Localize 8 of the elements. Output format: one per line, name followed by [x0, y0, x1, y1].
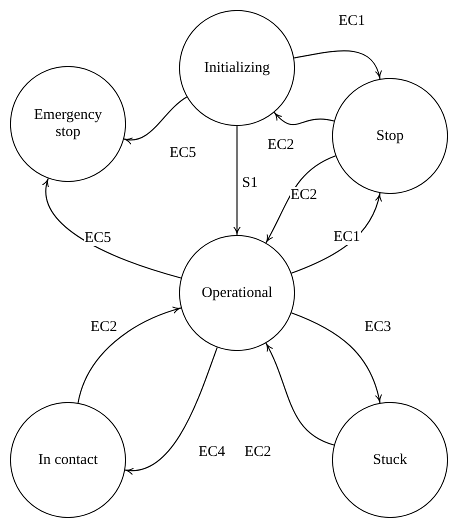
edge-label: EC5: [84, 230, 112, 246]
state-label: In contact: [37, 452, 99, 468]
state-label: Operational: [200, 284, 274, 302]
state-label: Emergency stop: [32, 107, 104, 141]
state-label: Initializing: [203, 60, 271, 76]
state-label: Stuck: [372, 452, 408, 468]
edge-label: EC1: [332, 228, 362, 245]
state-label: Stop: [375, 128, 405, 144]
